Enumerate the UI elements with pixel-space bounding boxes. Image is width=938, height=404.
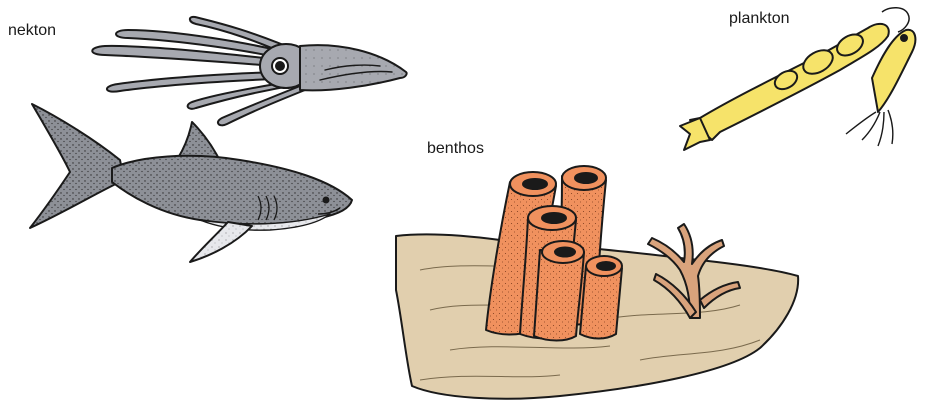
shark-icon — [30, 104, 352, 262]
benthos-label: benthos — [427, 140, 484, 158]
nekton-label: nekton — [8, 22, 56, 40]
squid-icon — [92, 17, 406, 125]
copepod-icon — [680, 8, 915, 150]
plankton-label: plankton — [729, 10, 790, 28]
